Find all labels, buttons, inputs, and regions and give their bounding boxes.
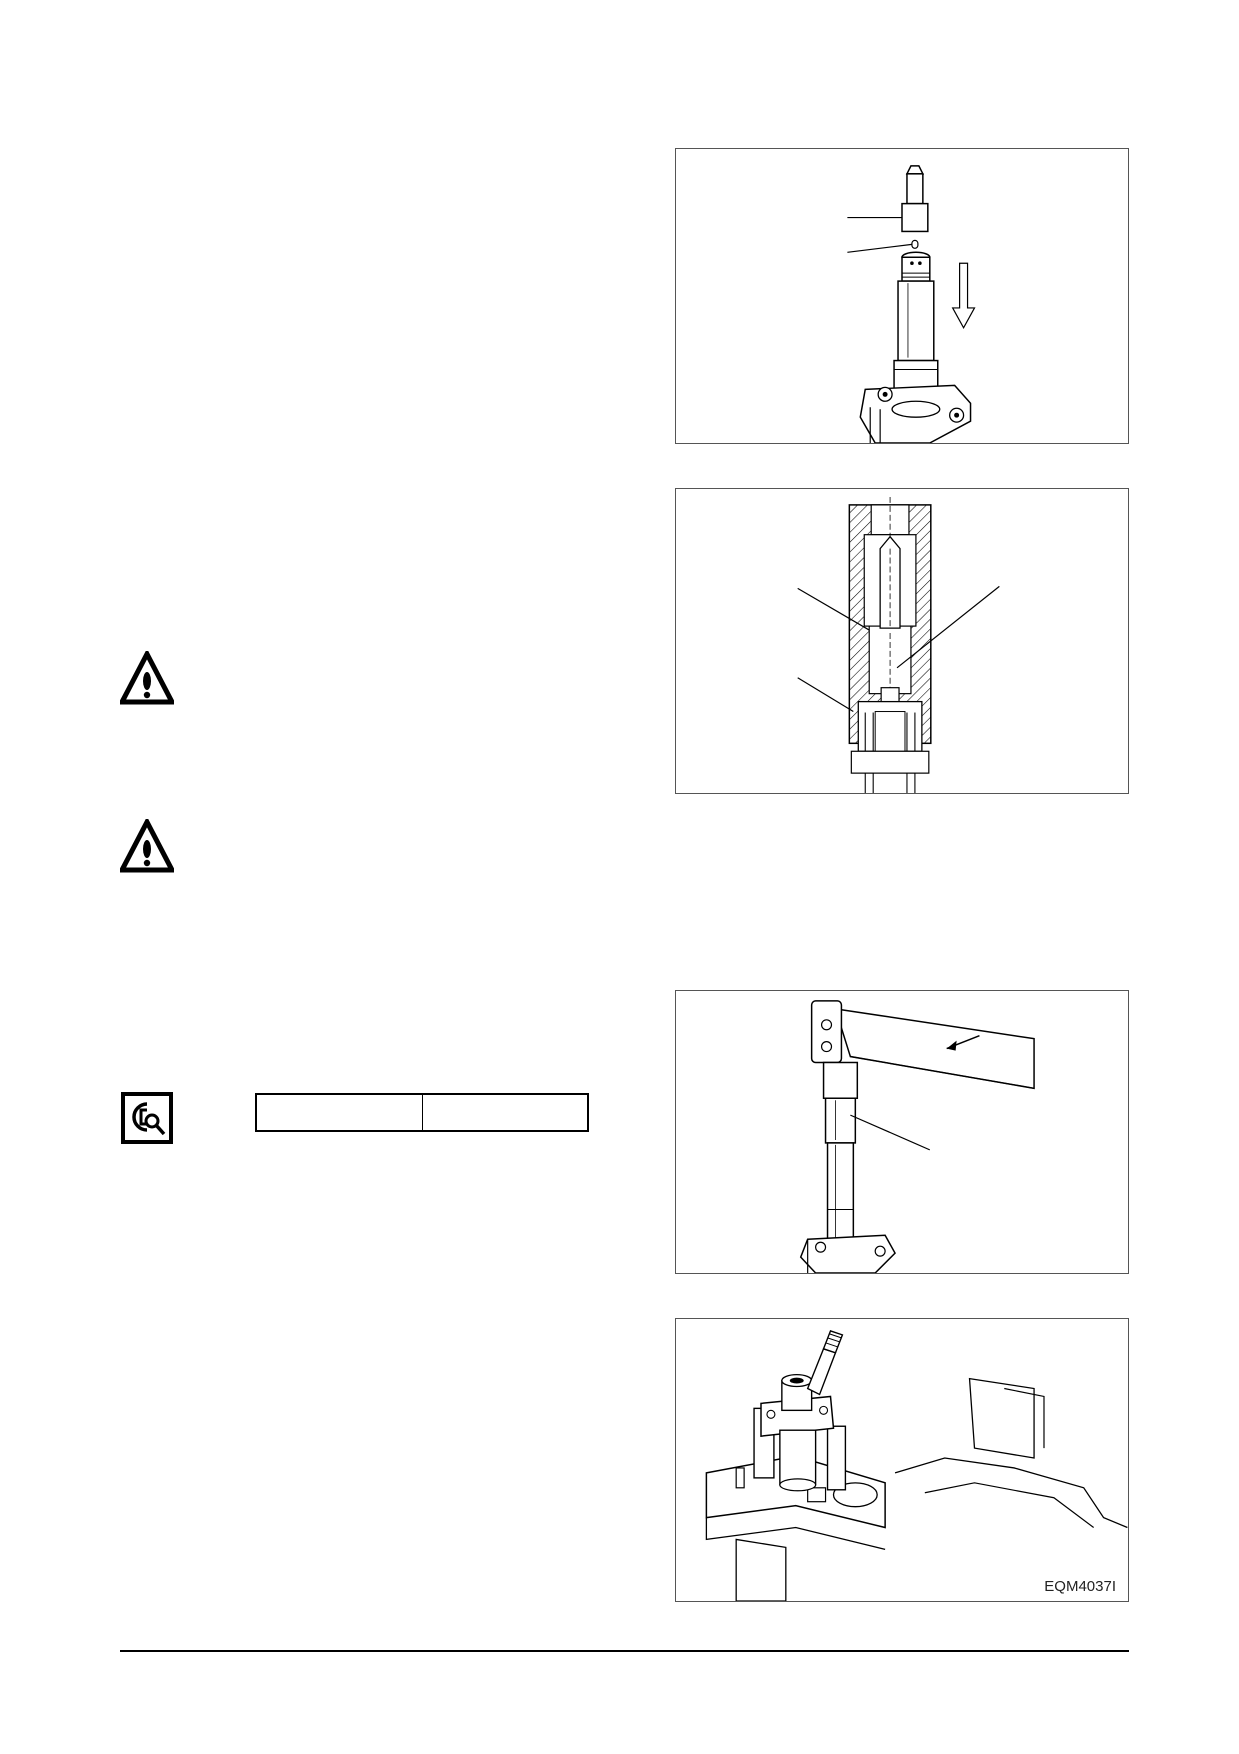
figure-code-label: EQM4037I: [1044, 1578, 1116, 1595]
warning-triangle-icon: [117, 816, 177, 873]
nozzle-disassembly-figure: [675, 148, 1129, 444]
warning-triangle-icon: [117, 648, 177, 705]
spec-table: [255, 1093, 589, 1132]
nozzle-cross-section-drawing: [797, 496, 1000, 793]
nozzle-holder-vise-drawing: [705, 1330, 1128, 1601]
torque-tightening-drawing: [799, 1000, 1035, 1273]
nozzle-holder-vise-figure: EQM4037I: [675, 1318, 1129, 1602]
spec-table-cell: [257, 1095, 422, 1130]
nozzle-disassembly-drawing: [847, 165, 976, 443]
footer-rule: [120, 1650, 1129, 1652]
torque-tightening-figure: [675, 990, 1129, 1274]
nozzle-cross-section-figure: [675, 488, 1129, 794]
spec-table-cell: [421, 1095, 588, 1130]
torque-wrench-icon: [121, 1092, 173, 1144]
